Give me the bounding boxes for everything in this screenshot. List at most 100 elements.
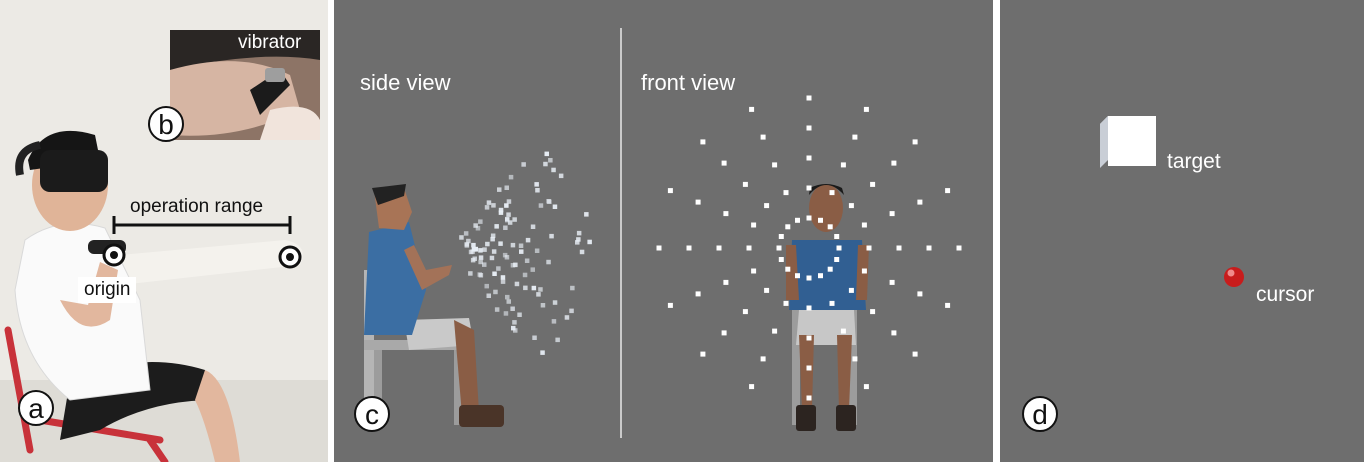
front-target-point — [852, 134, 858, 140]
side-view-label: side view — [360, 70, 451, 95]
side-target-point — [517, 312, 522, 317]
cursor-label: cursor — [1256, 283, 1315, 306]
front-target-point — [818, 273, 823, 279]
front-target-point — [785, 224, 791, 230]
side-target-point — [504, 185, 509, 190]
front-target-point — [764, 203, 770, 209]
side-target-point — [507, 220, 513, 225]
front-target-point — [721, 330, 727, 336]
front-target-point — [956, 245, 962, 251]
side-target-point — [482, 247, 487, 252]
side-target-point — [587, 239, 592, 245]
side-target-point — [570, 285, 575, 291]
front-target-point — [818, 217, 823, 223]
side-target-point — [531, 285, 537, 291]
side-target-point — [523, 285, 528, 291]
side-target-point — [534, 182, 539, 187]
front-target-point — [861, 222, 867, 228]
task-canvas — [1100, 116, 1244, 287]
side-target-point — [564, 315, 570, 320]
front-target-point — [806, 185, 812, 191]
side-target-point — [478, 248, 483, 253]
side-target-point — [512, 217, 517, 222]
front-target-point — [721, 160, 727, 166]
front-target-point — [751, 222, 757, 228]
front-target-point — [827, 266, 833, 272]
panel-c-views: side view front view c — [334, 0, 993, 462]
side-target-point — [544, 151, 549, 157]
side-target-point — [511, 325, 516, 331]
front-target-point — [834, 257, 840, 262]
front-target-point — [700, 351, 706, 357]
front-target-point — [806, 365, 812, 371]
side-target-point — [468, 271, 473, 276]
side-target-point — [498, 207, 504, 213]
front-target-point — [700, 139, 706, 145]
panel-d-badge: d — [1022, 396, 1058, 432]
side-target-point — [555, 337, 560, 343]
side-target-point — [490, 233, 496, 238]
side-target-point — [489, 255, 495, 261]
side-target-point — [538, 287, 543, 292]
front-target-point — [840, 328, 846, 334]
front-target-point — [695, 291, 701, 297]
side-target-point — [569, 308, 574, 314]
side-target-point — [491, 249, 497, 254]
side-target-point — [540, 350, 545, 355]
side-target-point — [478, 219, 483, 224]
front-target-point — [795, 273, 800, 279]
side-target-point — [475, 226, 481, 231]
cursor-sphere — [1224, 267, 1244, 287]
side-view-avatar — [364, 184, 504, 427]
front-target-point — [667, 188, 673, 194]
front-target-point — [742, 309, 748, 315]
front-target-point — [772, 162, 778, 168]
front-target-point — [896, 245, 902, 251]
side-target-point — [549, 233, 554, 239]
side-target-point — [532, 335, 537, 340]
side-target-point — [498, 241, 503, 246]
side-target-point — [497, 187, 502, 192]
front-target-point — [806, 125, 812, 131]
panel-a-photo: operation range origin a vibrator b — [0, 0, 328, 462]
side-target-point — [536, 292, 541, 297]
side-target-point — [576, 230, 582, 236]
front-target-point — [749, 384, 755, 390]
front-target-point — [749, 106, 755, 112]
side-target-point — [485, 241, 490, 247]
front-target-point — [848, 287, 854, 293]
side-target-point — [470, 249, 475, 254]
side-view-targets — [459, 151, 592, 355]
side-target-point — [505, 217, 510, 223]
side-target-point — [551, 167, 556, 173]
side-target-point — [506, 199, 512, 204]
side-target-point — [576, 237, 581, 242]
front-target-point — [870, 181, 876, 187]
side-target-point — [484, 283, 489, 289]
side-target-point — [491, 203, 496, 208]
front-target-point — [760, 356, 766, 362]
panel-b-badge: b — [148, 106, 184, 142]
side-target-point — [522, 272, 528, 278]
side-target-point — [500, 279, 506, 284]
front-target-point — [917, 199, 923, 205]
side-target-point — [478, 255, 484, 260]
front-target-point — [776, 245, 782, 251]
side-target-point — [518, 243, 524, 248]
side-target-point — [510, 242, 516, 248]
side-target-point — [478, 259, 483, 265]
front-target-point — [861, 268, 867, 274]
front-target-point — [667, 302, 673, 308]
side-target-point — [543, 161, 548, 167]
front-view-targets — [656, 95, 962, 401]
side-target-point — [540, 303, 546, 308]
front-target-point — [742, 181, 748, 187]
front-target-point — [806, 305, 812, 311]
side-target-point — [486, 200, 492, 205]
side-target-point — [524, 258, 530, 263]
far-marker — [278, 245, 302, 269]
front-target-point — [840, 162, 846, 168]
front-target-point — [806, 275, 812, 281]
side-target-point — [510, 263, 516, 268]
